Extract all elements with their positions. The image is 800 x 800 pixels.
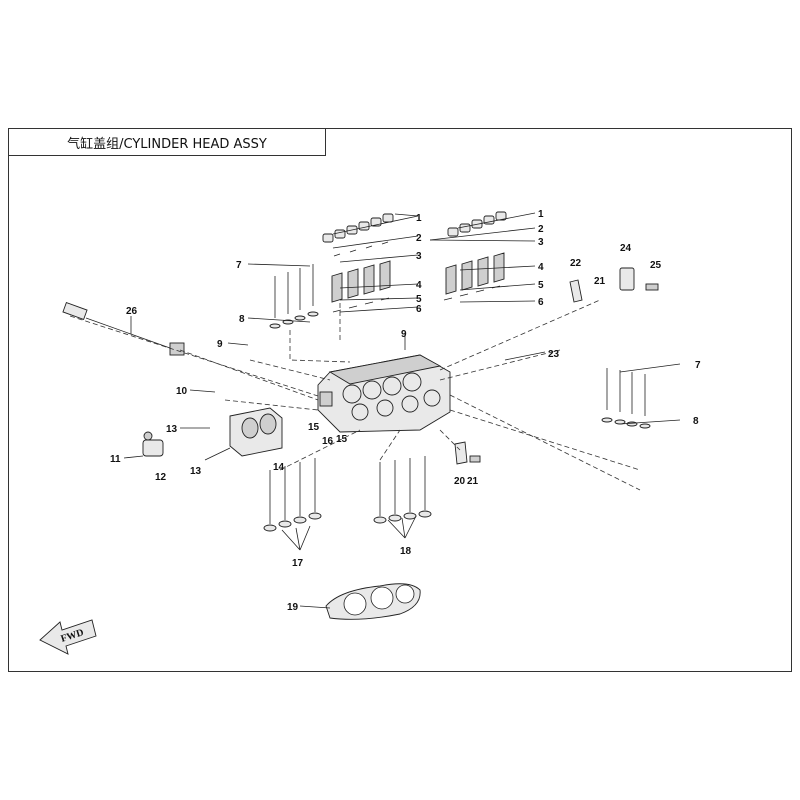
callout-10: 10 — [176, 386, 188, 397]
head-bolts-left — [269, 264, 319, 329]
callout-9: 9 — [217, 339, 223, 350]
callout-1: 1 — [538, 209, 544, 220]
callout-6: 6 — [416, 304, 422, 315]
bolt-25 — [645, 283, 659, 291]
callout-13: 13 — [166, 424, 178, 435]
diagram-title: 气缸盖组/CYLINDER HEAD ASSY — [8, 128, 326, 156]
callout-13: 13 — [190, 466, 202, 477]
callout-15: 15 — [308, 422, 320, 433]
callout-22: 22 — [570, 258, 582, 269]
callout-3: 3 — [416, 251, 422, 262]
callout-labels: 1 2 3 4 5 6 1 2 3 4 5 6 7 8 7 8 9 9 10 1… — [110, 209, 701, 613]
callout-25: 25 — [650, 260, 662, 271]
valves-right — [373, 456, 432, 524]
head-gasket — [325, 583, 421, 620]
callout-8: 8 — [239, 314, 245, 325]
bracket-22 — [569, 279, 583, 303]
callout-15: 15 — [336, 434, 348, 445]
callout-4: 4 — [416, 280, 422, 291]
callout-1: 1 — [416, 213, 422, 224]
callout-19: 19 — [287, 602, 299, 613]
bracket-20 — [454, 441, 481, 465]
forward-arrow: FWD — [39, 619, 97, 655]
callout-7: 7 — [236, 260, 242, 271]
callout-5: 5 — [538, 280, 544, 291]
temperature-sensor — [62, 301, 185, 356]
callout-11: 11 — [110, 454, 121, 465]
head-bolts-right — [601, 368, 651, 429]
callout-8: 8 — [693, 416, 699, 427]
callout-7: 7 — [695, 360, 701, 371]
callout-12: 12 — [155, 472, 167, 483]
callout-9: 9 — [401, 329, 407, 340]
callout-20: 20 — [454, 476, 466, 487]
callout-5: 5 — [416, 294, 422, 305]
drawing-frame — [8, 128, 792, 672]
valve-train-left — [322, 213, 394, 313]
callout-18: 18 — [400, 546, 412, 557]
callout-21: 21 — [467, 476, 479, 487]
leader-lines — [123, 212, 681, 609]
callout-16: 16 — [322, 436, 334, 447]
callout-3: 3 — [538, 237, 544, 248]
valves-left — [263, 458, 322, 532]
cam-sensor-24 — [619, 267, 635, 291]
thermostat-housing — [142, 431, 164, 457]
callout-17: 17 — [292, 558, 304, 569]
end-cover — [229, 407, 283, 457]
callout-23: 23 — [548, 349, 560, 360]
callout-4: 4 — [538, 262, 544, 273]
callout-2: 2 — [538, 224, 544, 235]
callout-6: 6 — [538, 297, 544, 308]
callout-14: 14 — [273, 462, 285, 473]
cylinder-head — [317, 354, 451, 433]
assembly-lines — [69, 299, 641, 491]
callout-21: 21 — [594, 276, 606, 287]
callout-24: 24 — [620, 243, 632, 254]
callout-26: 26 — [126, 306, 138, 317]
callout-2: 2 — [416, 233, 422, 244]
